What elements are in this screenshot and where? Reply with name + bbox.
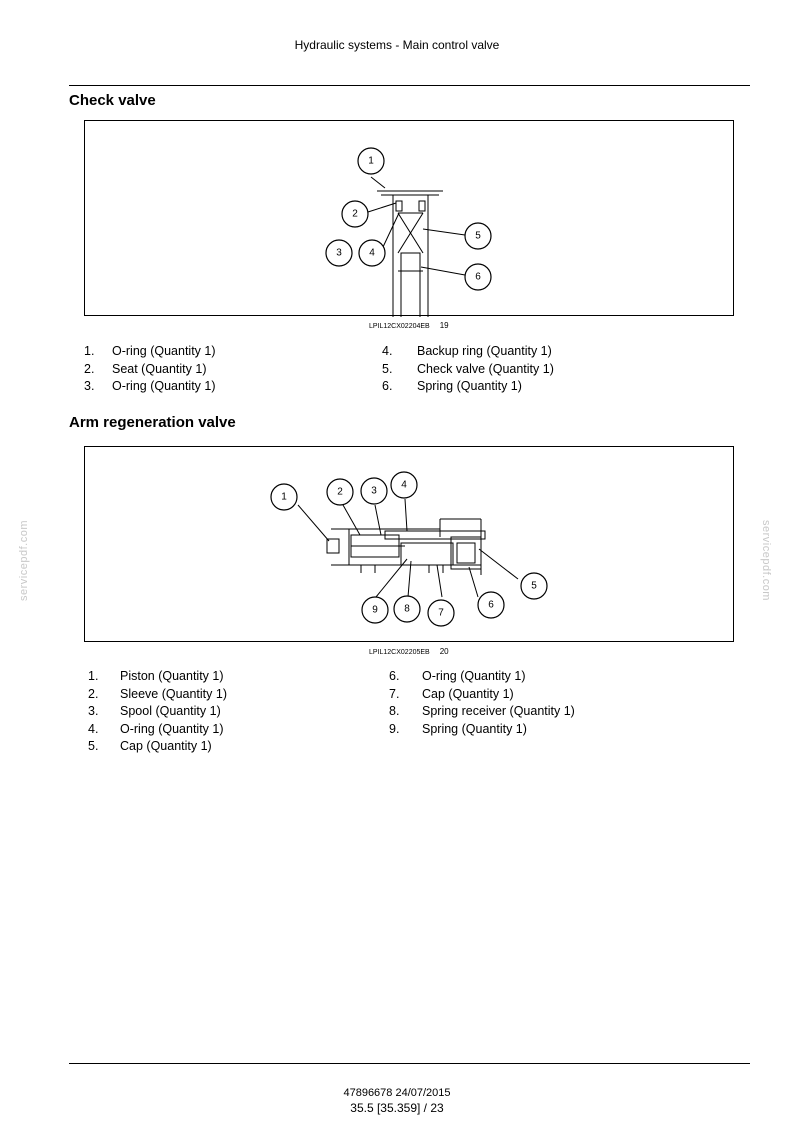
figure-caption-19: LPIL12CX02204EB 19: [369, 321, 449, 330]
svg-text:5: 5: [475, 231, 481, 242]
footer-doc-id: 47896678 24/07/2015: [343, 1087, 451, 1099]
running-header: Hydraulic systems - Main control valve: [294, 38, 500, 52]
callout-5: 5: [520, 572, 548, 600]
callout-8: 8: [393, 595, 421, 623]
svg-text:2: 2: [337, 487, 343, 498]
figure-code: LPIL12CX02205EB: [369, 649, 430, 656]
svg-text:5: 5: [531, 581, 537, 592]
callout-2: 2: [326, 478, 354, 506]
callout-6: 6: [464, 263, 492, 291]
callout-4: 4: [358, 239, 386, 267]
list-item: 1.O-ring (Quantity 1): [84, 344, 216, 358]
callout-9: 9: [361, 596, 389, 624]
callout-7: 7: [427, 599, 455, 627]
list-item: 6.O-ring (Quantity 1): [389, 669, 526, 683]
svg-text:4: 4: [369, 248, 375, 259]
legend-check-valve-left: 1.O-ring (Quantity 1) 2.Seat (Quantity 1…: [84, 343, 216, 396]
svg-text:8: 8: [404, 604, 410, 615]
list-item: 4.O-ring (Quantity 1): [88, 721, 224, 736]
figure-number: 20: [439, 647, 449, 656]
figure-number: 19: [439, 321, 449, 330]
figure-caption-20: LPIL12CX02205EB 20: [369, 647, 449, 656]
legend-arm-regeneration-right: 6.O-ring (Quantity 1) 7.Cap (Quantity 1)…: [389, 668, 575, 738]
footer-page-number: 35.5 [35.359] / 23: [350, 1101, 444, 1115]
list-item: 2.Sleeve (Quantity 1): [88, 686, 227, 701]
arm-regeneration-valve-drawing: 1 2 3 4 5 6 7 8 9: [270, 471, 548, 627]
svg-text:9: 9: [372, 605, 378, 616]
svg-text:2: 2: [352, 209, 358, 220]
svg-text:4: 4: [401, 480, 407, 491]
check-valve-drawing: 1 2 3 4 5 6: [325, 147, 492, 317]
legend-arm-regeneration-left: 1.Piston (Quantity 1) 2.Sleeve (Quantity…: [88, 668, 227, 756]
list-item: 2.Seat (Quantity 1): [84, 361, 207, 376]
list-item: 5.Cap (Quantity 1): [88, 739, 212, 753]
callout-3: 3: [325, 239, 353, 267]
callout-1: 1: [270, 483, 298, 511]
list-item: 3.Spool (Quantity 1): [88, 704, 221, 718]
svg-text:1: 1: [368, 156, 374, 167]
list-item: 6.Spring (Quantity 1): [382, 379, 522, 393]
figure-check-valve: 1 2 3 4 5 6: [84, 120, 734, 317]
callout-2: 2: [341, 200, 369, 228]
list-item: 1.Piston (Quantity 1): [88, 669, 224, 683]
svg-text:7: 7: [438, 608, 444, 619]
figure-arm-regeneration-valve: 1 2 3 4 5 6 7 8 9: [84, 446, 734, 642]
svg-text:3: 3: [336, 248, 342, 259]
section-title-check-valve: Check valve: [69, 92, 156, 109]
callout-4: 4: [390, 471, 418, 499]
list-item: 3.O-ring (Quantity 1): [84, 379, 216, 393]
header-rule: [69, 85, 750, 86]
list-item: 9.Spring (Quantity 1): [389, 721, 527, 736]
watermark-right: servicepdf.com: [760, 520, 772, 601]
figure-code: LPIL12CX02204EB: [369, 323, 430, 330]
list-item: 4.Backup ring (Quantity 1): [382, 344, 552, 358]
callout-3: 3: [360, 477, 388, 505]
footer-rule: [69, 1063, 750, 1064]
svg-text:6: 6: [475, 272, 481, 283]
callout-1: 1: [357, 147, 385, 175]
section-title-arm-regeneration-valve: Arm regeneration valve: [69, 414, 236, 431]
svg-text:1: 1: [281, 492, 287, 503]
watermark-left: servicepdf.com: [18, 520, 30, 601]
legend-check-valve-right: 4.Backup ring (Quantity 1) 5.Check valve…: [382, 343, 554, 396]
list-item: 5.Check valve (Quantity 1): [382, 361, 554, 376]
callout-5: 5: [464, 222, 492, 250]
list-item: 8.Spring receiver (Quantity 1): [389, 704, 575, 718]
callout-6: 6: [477, 591, 505, 619]
svg-text:3: 3: [371, 486, 377, 497]
svg-text:6: 6: [488, 600, 494, 611]
list-item: 7.Cap (Quantity 1): [389, 686, 514, 701]
